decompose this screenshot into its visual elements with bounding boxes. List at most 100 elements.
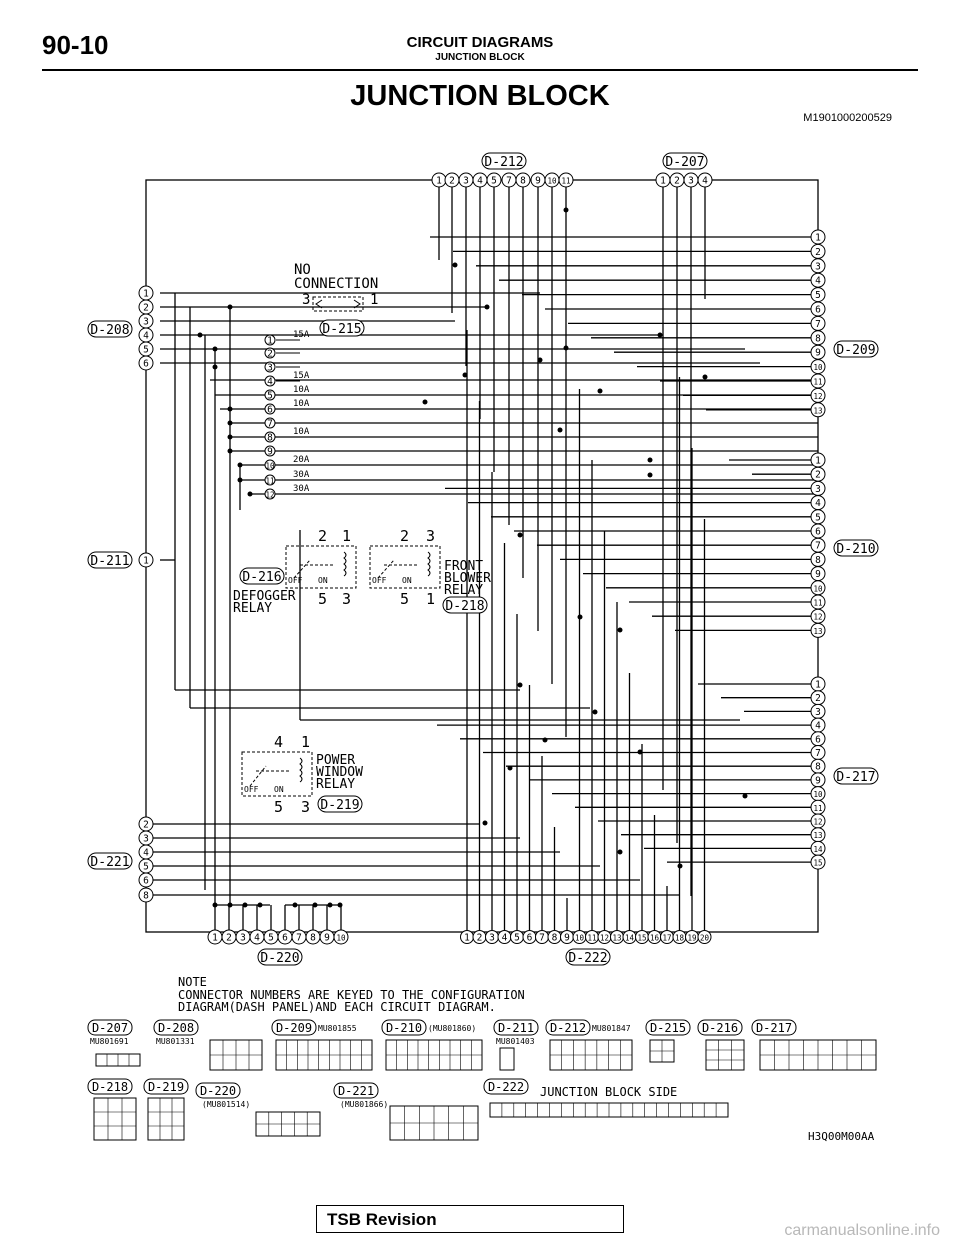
pin-number: 4 <box>815 276 821 287</box>
pin-number: 20 <box>700 934 710 943</box>
pin-number: 10 <box>265 462 275 471</box>
pin-circle <box>264 334 276 346</box>
pin-number: 10 <box>547 177 557 186</box>
pin-number: 6 <box>282 933 288 944</box>
pin-number: 8 <box>552 933 558 944</box>
connector-d221-label: D-221 <box>90 855 129 870</box>
power-window-name-3: RELAY <box>316 777 355 792</box>
pin-number: 4 <box>815 498 821 509</box>
connector-face-graphics <box>93 1039 877 1141</box>
pin-number: 6 <box>143 876 149 887</box>
part-d210: (MU801860) <box>428 1024 476 1033</box>
pin-number: 14 <box>625 934 635 943</box>
junction-dot <box>237 462 243 468</box>
note-line-1: CONNECTOR NUMBERS ARE KEYED TO THE CONFI… <box>178 988 525 1002</box>
part-d207: MU801691 <box>90 1037 129 1046</box>
watermark: carmanualsonline.info <box>784 1222 940 1239</box>
pin-number: 13 <box>813 627 822 636</box>
legend-d211: D-211 <box>498 1021 534 1035</box>
legend-d218: D-218 <box>92 1080 128 1094</box>
pin-number: 5 <box>491 176 497 187</box>
pin-number: 8 <box>815 555 821 566</box>
junction-dot <box>677 863 683 869</box>
fuse-rating: 10A <box>293 385 310 395</box>
junction-dot <box>422 399 428 405</box>
pin-number: 2 <box>674 176 680 187</box>
pin-number: 4 <box>502 933 508 944</box>
pin-number: 6 <box>527 933 533 944</box>
fuse-rating: 20A <box>293 455 310 465</box>
power-window-pin-1: 1 <box>301 733 310 751</box>
power-window-off: OFF <box>244 785 259 794</box>
pin-number: 18 <box>675 934 685 943</box>
pin-number: 12 <box>813 818 822 827</box>
pin-number: 8 <box>815 333 821 344</box>
pin-number: 7 <box>815 748 821 759</box>
pin-circle <box>810 854 826 870</box>
pin-number: 15 <box>637 934 646 943</box>
pin-number: 7 <box>267 419 273 430</box>
blower-pin-5: 5 <box>400 590 409 608</box>
pin-number: 2 <box>815 247 821 258</box>
part-d220: (MU801514) <box>202 1100 250 1109</box>
junction-dot <box>617 627 623 633</box>
blower-pin-1: 1 <box>426 590 435 608</box>
no-connection-line2: CONNECTION <box>294 276 378 292</box>
junction-dot <box>507 765 513 771</box>
junction-dot <box>484 304 490 310</box>
pin-number: 1 <box>815 680 821 691</box>
pin-circle <box>810 402 826 418</box>
power-window-pin-4: 4 <box>274 733 283 751</box>
pin-number: 2 <box>449 176 455 187</box>
pin-circle <box>264 488 276 500</box>
pin-circle <box>138 887 154 903</box>
power-window-name-2: WINDOW <box>316 765 363 780</box>
junction-dot <box>227 420 233 426</box>
legend-d207: D-207 <box>92 1021 128 1035</box>
junction-dot <box>597 388 603 394</box>
defogger-pin-2: 2 <box>318 527 327 545</box>
junction-dot <box>242 902 248 908</box>
junction-dot <box>742 793 748 799</box>
pin-circle <box>264 375 276 387</box>
junction-dots <box>197 207 748 908</box>
junction-dot <box>197 332 203 338</box>
pin-number: 9 <box>564 933 570 944</box>
junction-dot <box>257 902 263 908</box>
pin-number: 1 <box>815 456 821 467</box>
pin-circle <box>264 474 276 486</box>
pin-number: 2 <box>143 303 149 314</box>
junction-dot <box>537 357 543 363</box>
pin-number: 11 <box>265 477 274 486</box>
pin-circle <box>515 172 531 188</box>
defogger-off: OFF <box>288 576 303 585</box>
connector-face <box>499 1047 515 1071</box>
blower-name-1: FRONT <box>444 559 483 574</box>
fuse-rating: 15A <box>293 371 310 381</box>
tsb-revision-box: TSB Revision <box>316 1205 624 1233</box>
no-connection-pin-b: 1 <box>370 292 378 308</box>
pin-number: 4 <box>815 721 821 732</box>
pin-number: 3 <box>143 317 149 328</box>
pin-number: 16 <box>650 934 660 943</box>
pin-circle <box>264 459 276 471</box>
junction-dot <box>212 346 218 352</box>
pin-number: 1 <box>464 933 470 944</box>
document-id: M1901000200529 <box>803 112 892 124</box>
pin-number: 13 <box>612 934 621 943</box>
junction-dot <box>517 682 523 688</box>
pin-number: 4 <box>143 848 149 859</box>
junction-dot <box>482 820 488 826</box>
junction-dot <box>462 372 468 378</box>
pin-number: 15 <box>813 859 822 868</box>
pin-number: 3 <box>240 933 246 944</box>
pin-circle <box>486 172 502 188</box>
pin-number: 13 <box>813 831 822 840</box>
connector-face <box>705 1039 745 1071</box>
part-d209: MU801855 <box>318 1024 357 1033</box>
junction-dot <box>702 374 708 380</box>
junction-dot <box>637 749 643 755</box>
pin-number: 1 <box>815 233 821 244</box>
